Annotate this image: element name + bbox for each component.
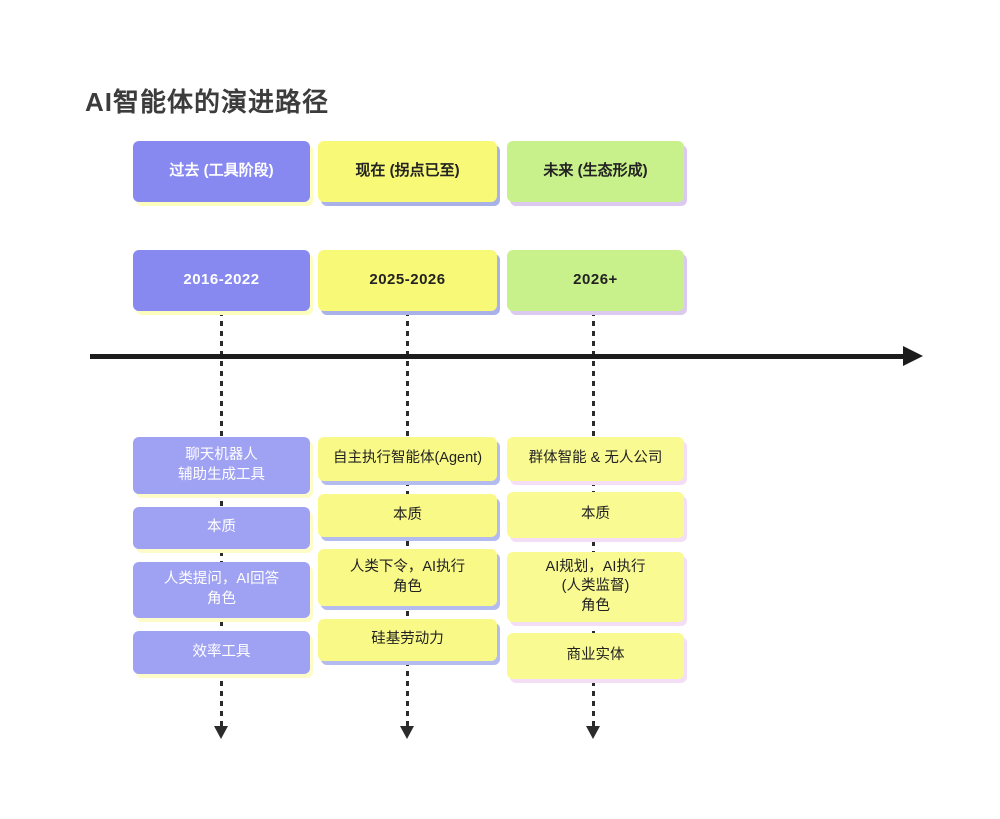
period-box-future: 2026+	[507, 250, 684, 311]
timeline-axis	[90, 354, 905, 359]
info-box-future-nature: 商业实体	[507, 633, 684, 679]
info-box-past-nature: 效率工具	[133, 631, 310, 674]
info-box-past-role: 人类提问，AI回答 角色	[133, 562, 310, 618]
info-box-future-role: AI规划，AI执行 (人类监督) 角色	[507, 552, 684, 622]
down-arrow-icon	[400, 726, 414, 739]
info-box-present-nature: 硅基劳动力	[318, 619, 497, 661]
down-arrow-icon	[214, 726, 228, 739]
page-title: AI智能体的演进路径	[85, 87, 330, 117]
info-box-future-essence: 本质	[507, 492, 684, 538]
info-box-present-role: 人类下令，AI执行 角色	[318, 549, 497, 606]
header-box-past: 过去 (工具阶段)	[133, 141, 310, 202]
period-box-present: 2025-2026	[318, 250, 497, 311]
info-box-past-essence: 本质	[133, 507, 310, 549]
header-box-present: 现在 (拐点已至)	[318, 141, 497, 202]
header-box-future: 未来 (生态形成)	[507, 141, 684, 202]
info-box-future-form: 群体智能 & 无人公司	[507, 437, 684, 481]
period-box-past: 2016-2022	[133, 250, 310, 311]
info-box-present-form: 自主执行智能体(Agent)	[318, 437, 497, 481]
info-box-present-essence: 本质	[318, 494, 497, 537]
down-arrow-icon	[586, 726, 600, 739]
info-box-past-form: 聊天机器人 辅助生成工具	[133, 437, 310, 494]
right-arrow-icon	[903, 346, 923, 366]
